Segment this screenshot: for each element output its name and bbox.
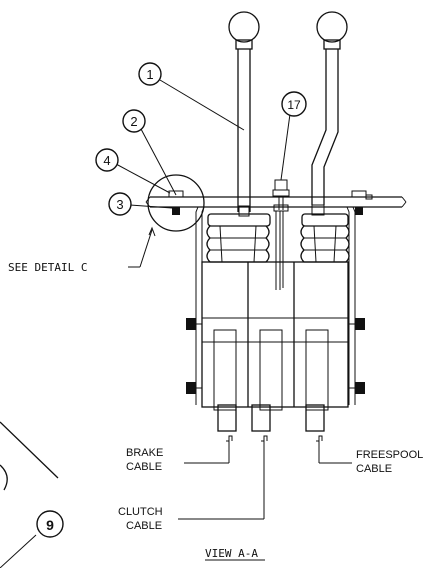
svg-text:VIEW A-A: VIEW A-A — [205, 547, 258, 560]
cable-leaders — [178, 435, 352, 520]
svg-text:2: 2 — [130, 114, 137, 129]
view-title: VIEW A-A — [205, 547, 265, 561]
svg-text:BRAKE: BRAKE — [126, 447, 163, 459]
clutch-cable-label: CLUTCH CABLE — [118, 506, 163, 532]
svg-text:9: 9 — [46, 517, 54, 533]
right-lever — [311, 11, 348, 216]
svg-text:4: 4 — [103, 153, 110, 168]
freespool-cable-label: FREESPOOL CABLE — [356, 449, 423, 475]
svg-text:CABLE: CABLE — [356, 463, 392, 475]
see-detail-label: SEE DETAIL C — [8, 261, 87, 274]
brake-cable-label: BRAKE CABLE — [126, 447, 163, 473]
valve-housing — [186, 261, 365, 432]
callout-9: 9 — [36, 510, 64, 538]
svg-text:17: 17 — [287, 98, 301, 112]
detail-c-circle — [147, 174, 205, 232]
svg-text:FREESPOOL: FREESPOOL — [356, 449, 423, 461]
callout-4: 4 — [95, 148, 171, 194]
svg-text:CABLE: CABLE — [126, 520, 162, 532]
callout-17: 17 — [280, 91, 307, 181]
callout-1: 1 — [138, 62, 245, 131]
callout-3: 3 — [108, 192, 173, 216]
svg-text:3: 3 — [116, 197, 123, 212]
svg-text:CABLE: CABLE — [126, 461, 162, 473]
partial-detail — [0, 421, 59, 568]
right-boot — [300, 213, 350, 263]
svg-text:1: 1 — [146, 67, 153, 82]
mounting-plate — [145, 190, 407, 215]
see-detail-leader — [128, 226, 156, 268]
svg-text:CLUTCH: CLUTCH — [118, 506, 163, 518]
left-boot — [206, 213, 271, 263]
left-lever — [228, 11, 260, 217]
callout-2: 2 — [122, 109, 177, 196]
center-rod — [272, 179, 290, 290]
